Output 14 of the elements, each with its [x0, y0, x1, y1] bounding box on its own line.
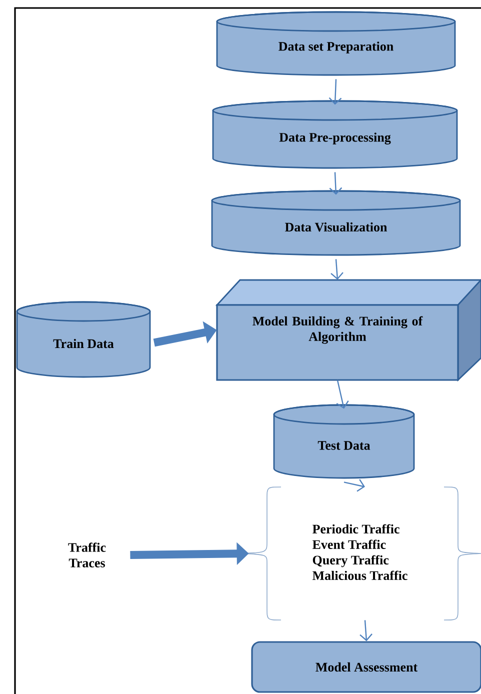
- text-label: Traffic Traces: [68, 542, 106, 568]
- cylinder: Data Visualization: [211, 190, 461, 256]
- rounded-box: Model Assessment: [251, 641, 481, 693]
- bracketed-list: Periodic Traffic Event Traffic Query Traffic Malicious Traffic: [240, 486, 481, 620]
- arrow: [328, 79, 342, 105]
- arrow: [330, 259, 344, 280]
- cylinder: Test Data: [273, 404, 415, 479]
- arrow: [360, 620, 372, 642]
- cylinder: Train Data: [16, 301, 151, 378]
- arrow: [344, 479, 365, 492]
- arrow: [336, 380, 349, 409]
- arrow: [329, 172, 342, 195]
- cylinder: Data set Preparation: [216, 11, 456, 76]
- cylinder: Data Pre-processing: [212, 100, 458, 169]
